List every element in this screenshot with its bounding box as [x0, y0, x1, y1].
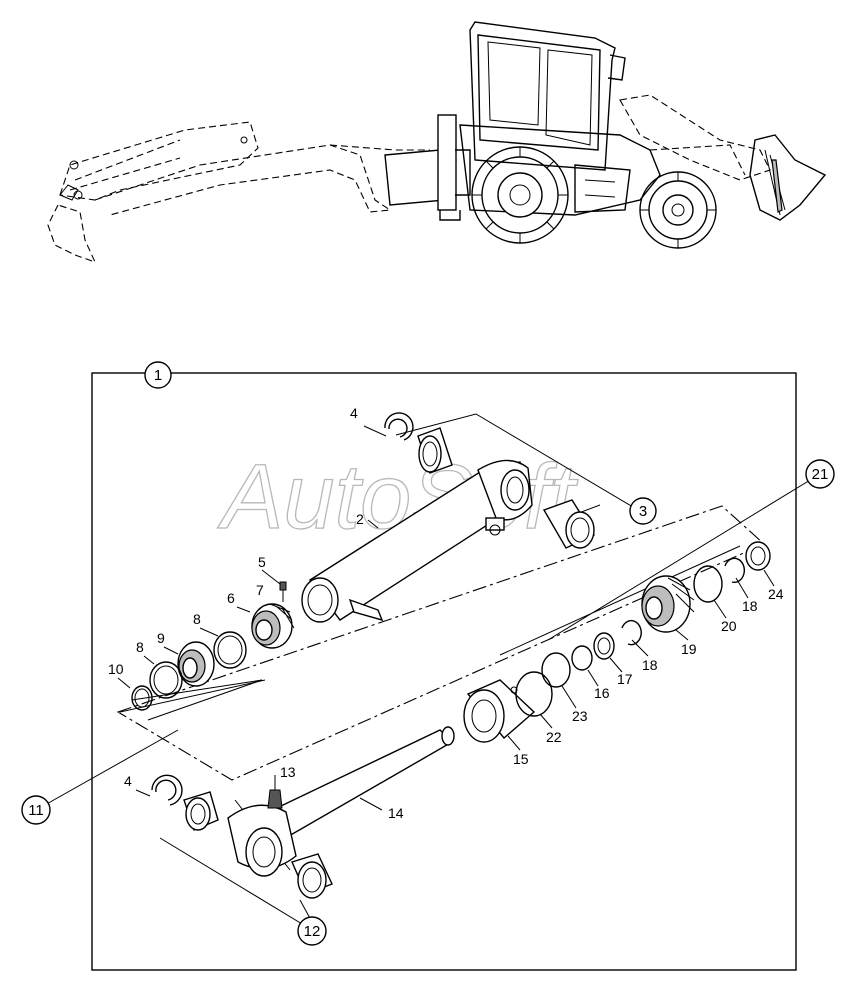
seal-parts-right: [463, 541, 771, 743]
label-5: 5: [258, 554, 266, 570]
label-18-lower: 18: [642, 657, 658, 673]
label-6: 6: [227, 590, 235, 606]
cylinder-barrel: [301, 459, 533, 623]
backhoe-loader-icon: [47, 21, 827, 263]
callout-21: 21: [805, 459, 835, 489]
svg-text:12: 12: [304, 923, 321, 940]
label-23: 23: [572, 708, 588, 724]
label-15: 15: [513, 751, 529, 767]
svg-text:11: 11: [28, 802, 44, 819]
part-number-labels: 2 4 4 5 6 7 8 8 9 10 13 14 15 16 17 18 1…: [108, 405, 784, 821]
label-leaders: [117, 425, 775, 811]
seal-parts-left: [131, 412, 596, 711]
callout-1: 1: [144, 361, 172, 389]
svg-text:1: 1: [154, 367, 162, 384]
label-22: 22: [546, 729, 562, 745]
assembly-frame: [91, 372, 797, 971]
rod-end-parts: [151, 774, 333, 899]
label-2: 2: [356, 511, 364, 527]
label-9: 9: [157, 630, 165, 646]
label-4-top: 4: [350, 405, 358, 421]
callout-11: 11: [21, 795, 51, 825]
label-13: 13: [280, 764, 296, 780]
callout-12: 12: [297, 916, 327, 946]
label-8-right: 8: [193, 611, 201, 627]
label-14: 14: [388, 805, 404, 821]
label-24: 24: [768, 586, 784, 602]
svg-text:3: 3: [639, 503, 647, 520]
piston-rod: [227, 726, 455, 877]
label-16: 16: [594, 685, 610, 701]
callout-3: 3: [629, 497, 657, 525]
label-7: 7: [256, 582, 264, 598]
svg-text:21: 21: [812, 466, 829, 483]
label-4-bottom: 4: [124, 773, 132, 789]
label-10: 10: [108, 661, 124, 677]
label-20: 20: [721, 618, 737, 634]
label-19: 19: [681, 641, 697, 657]
label-18-upper: 18: [742, 598, 758, 614]
label-8-left: 8: [136, 639, 144, 655]
label-17: 17: [617, 671, 633, 687]
